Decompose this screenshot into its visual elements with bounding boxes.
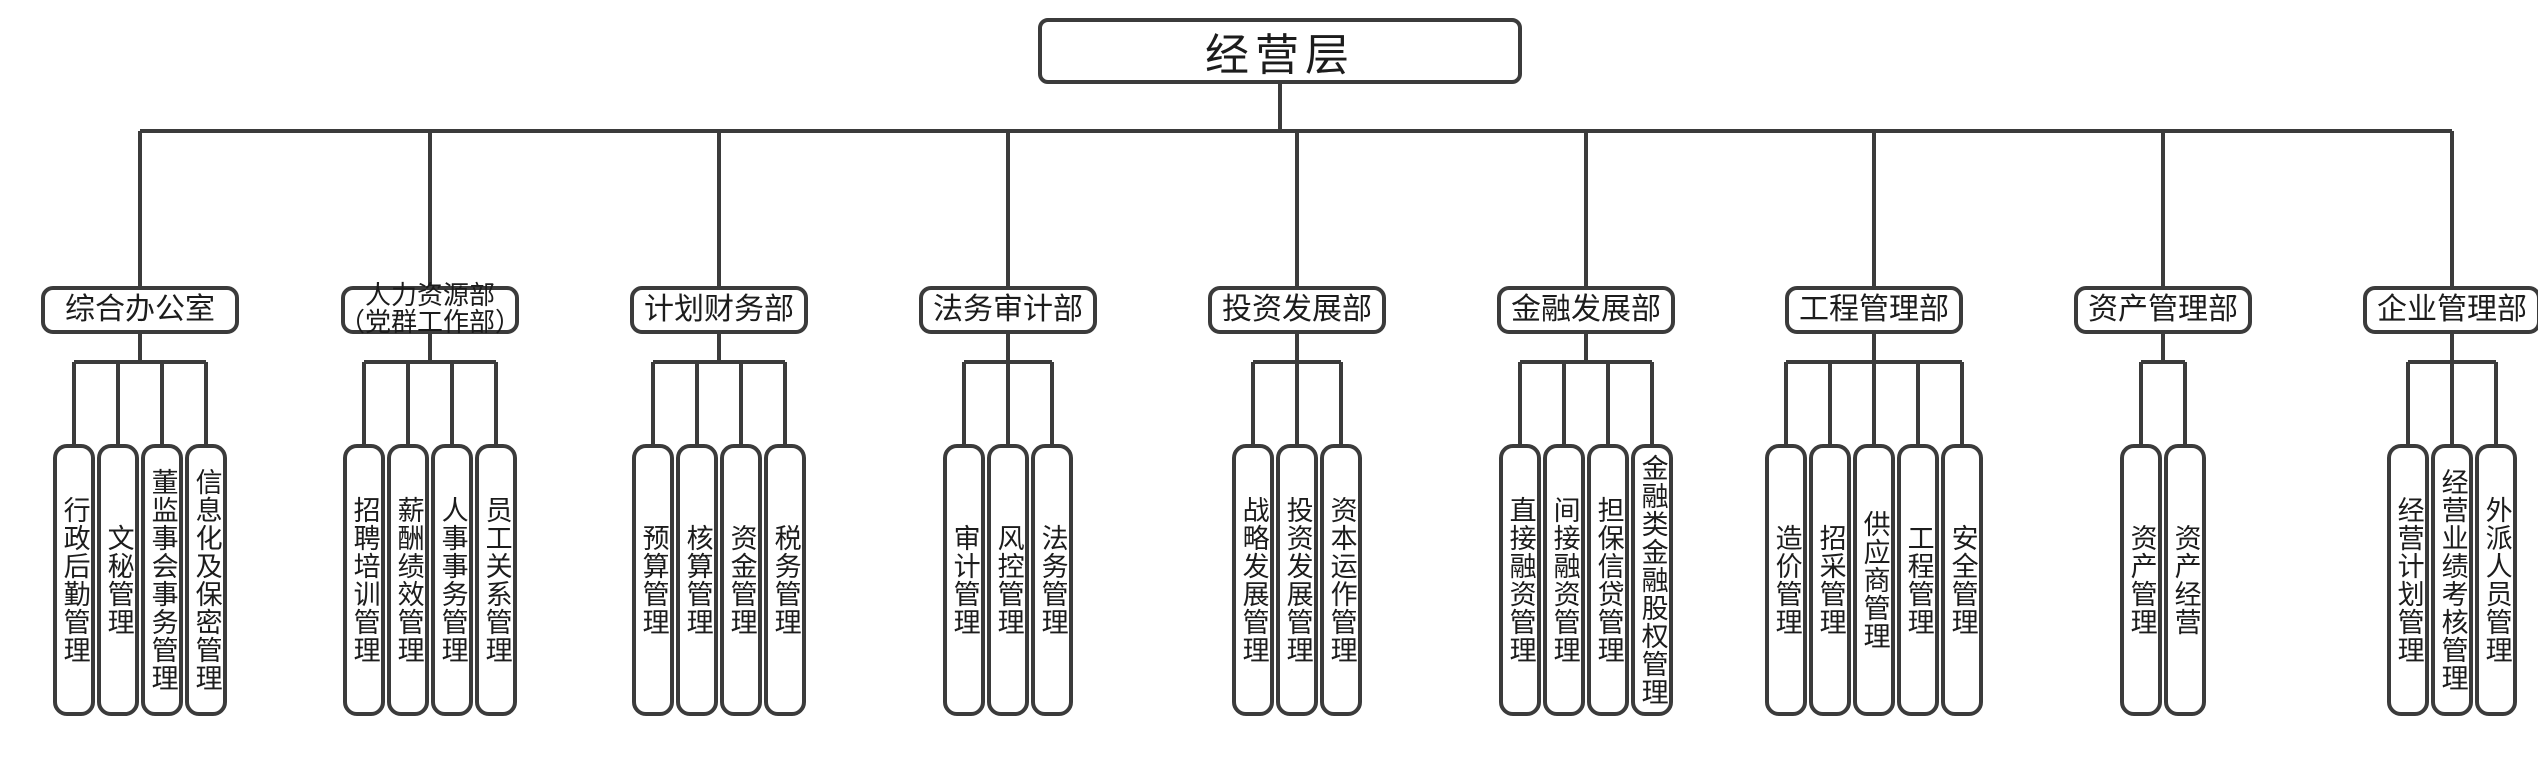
function-node[interactable]: 外派人员管理 [2475, 444, 2517, 716]
function-node-label: 信息化及保密管理 [190, 468, 222, 692]
function-node-label: 资产管理 [2125, 524, 2157, 636]
function-node[interactable]: 审计管理 [943, 444, 985, 716]
department-node[interactable]: 计划财务部 [630, 286, 808, 334]
function-node-label: 招聘培训管理 [348, 496, 380, 664]
function-node-label: 直接融资管理 [1504, 496, 1536, 664]
function-node[interactable]: 造价管理 [1765, 444, 1807, 716]
department-node[interactable]: 资产管理部 [2074, 286, 2252, 334]
function-node-label: 文秘管理 [102, 524, 134, 636]
function-node[interactable]: 法务管理 [1031, 444, 1073, 716]
department-node-label-line2: （党群工作部） [339, 308, 522, 338]
function-node[interactable]: 资产管理 [2120, 444, 2162, 716]
function-node-label: 金融类金融股权管理 [1636, 454, 1668, 706]
function-node-label: 安全管理 [1946, 524, 1978, 636]
function-node[interactable]: 金融类金融股权管理 [1631, 444, 1673, 716]
function-node[interactable]: 信息化及保密管理 [185, 444, 227, 716]
department-node[interactable]: 企业管理部 [2363, 286, 2538, 334]
function-node[interactable]: 经营计划管理 [2387, 444, 2429, 716]
department-node-label: 工程管理部 [1799, 292, 1949, 328]
function-node[interactable]: 招采管理 [1809, 444, 1851, 716]
function-node-label: 经营计划管理 [2392, 496, 2424, 664]
function-node-label: 核算管理 [681, 524, 713, 636]
function-node[interactable]: 经营业绩考核管理 [2431, 444, 2473, 716]
function-node[interactable]: 董监事会事务管理 [141, 444, 183, 716]
department-node[interactable]: 金融发展部 [1497, 286, 1675, 334]
department-node-label: 企业管理部 [2377, 292, 2527, 328]
function-node-label: 担保信贷管理 [1592, 496, 1624, 664]
function-node[interactable]: 资本运作管理 [1320, 444, 1362, 716]
function-node[interactable]: 风控管理 [987, 444, 1029, 716]
root-node-management-level[interactable]: 经营层 [1038, 18, 1522, 84]
function-node-label: 审计管理 [948, 524, 980, 636]
department-node-label: 金融发展部 [1511, 292, 1661, 328]
function-node[interactable]: 投资发展管理 [1276, 444, 1318, 716]
department-node[interactable]: 法务审计部 [919, 286, 1097, 334]
function-node-label: 经营业绩考核管理 [2436, 468, 2468, 692]
department-node-label: 投资发展部 [1222, 292, 1372, 328]
function-node[interactable]: 文秘管理 [97, 444, 139, 716]
function-node[interactable]: 间接融资管理 [1543, 444, 1585, 716]
function-node-label: 招采管理 [1814, 524, 1846, 636]
function-node-label: 人事事务管理 [436, 496, 468, 664]
function-node-label: 间接融资管理 [1548, 496, 1580, 664]
function-node-label: 薪酬绩效管理 [392, 496, 424, 664]
function-node-label: 投资发展管理 [1281, 496, 1313, 664]
function-node[interactable]: 员工关系管理 [475, 444, 517, 716]
function-node[interactable]: 人事事务管理 [431, 444, 473, 716]
function-node-label: 造价管理 [1770, 524, 1802, 636]
department-node[interactable]: 工程管理部 [1785, 286, 1963, 334]
function-node-label: 资金管理 [725, 524, 757, 636]
department-node-label: 计划财务部 [644, 292, 794, 328]
function-node[interactable]: 薪酬绩效管理 [387, 444, 429, 716]
function-node-label: 法务管理 [1036, 524, 1068, 636]
function-node-label: 董监事会事务管理 [146, 468, 178, 692]
function-node-label: 税务管理 [769, 524, 801, 636]
function-node[interactable]: 安全管理 [1941, 444, 1983, 716]
function-node[interactable]: 工程管理 [1897, 444, 1939, 716]
function-node-label: 资本运作管理 [1325, 496, 1357, 664]
function-node[interactable]: 预算管理 [632, 444, 674, 716]
department-node[interactable]: 人力资源部（党群工作部） [339, 282, 521, 337]
function-node-label: 风控管理 [992, 524, 1024, 636]
function-node[interactable]: 资金管理 [720, 444, 762, 716]
department-node-label: 综合办公室 [65, 292, 215, 328]
function-node-label: 外派人员管理 [2480, 496, 2512, 664]
function-node[interactable]: 招聘培训管理 [343, 444, 385, 716]
department-node-label-line1: 人力资源部 [365, 280, 496, 311]
function-node[interactable]: 战略发展管理 [1232, 444, 1274, 716]
root-node-label: 经营层 [1205, 30, 1355, 81]
function-node-label: 员工关系管理 [480, 496, 512, 664]
department-node[interactable]: 投资发展部 [1208, 286, 1386, 334]
department-node-label: 资产管理部 [2088, 292, 2238, 328]
function-node-label: 工程管理 [1902, 524, 1934, 636]
function-node[interactable]: 核算管理 [676, 444, 718, 716]
function-node[interactable]: 直接融资管理 [1499, 444, 1541, 716]
function-node[interactable]: 资产经营 [2164, 444, 2206, 716]
function-node-label: 行政后勤管理 [58, 496, 90, 664]
function-node-label: 战略发展管理 [1237, 496, 1269, 664]
function-node[interactable]: 担保信贷管理 [1587, 444, 1629, 716]
function-node[interactable]: 税务管理 [764, 444, 806, 716]
function-node[interactable]: 行政后勤管理 [53, 444, 95, 716]
department-node-label: 法务审计部 [933, 292, 1083, 328]
function-node[interactable]: 供应商管理 [1853, 444, 1895, 716]
function-node-label: 供应商管理 [1858, 510, 1890, 650]
department-node[interactable]: 综合办公室 [41, 286, 239, 334]
function-node-label: 预算管理 [637, 524, 669, 636]
function-node-label: 资产经营 [2169, 524, 2201, 636]
department-node-label: 人力资源部（党群工作部） [339, 280, 522, 338]
